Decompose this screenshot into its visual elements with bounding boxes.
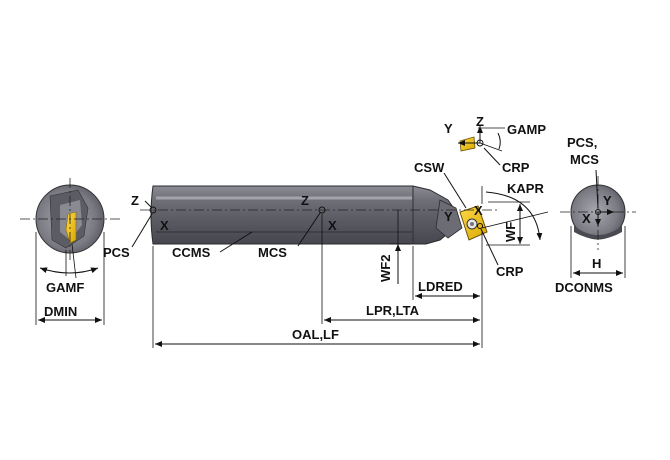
z-top-label: Z — [476, 114, 484, 129]
crp-bottom-label: CRP — [496, 264, 524, 279]
y-right-label: Y — [603, 193, 612, 208]
pcs-label: PCS — [103, 245, 130, 260]
lpr-lta-label: LPR,LTA — [366, 303, 420, 318]
pcs-point — [149, 206, 157, 214]
kapr-wf-region: KAPR WF Y X CRP — [444, 181, 549, 279]
ldred-label: LDRED — [418, 279, 463, 294]
ccms-label: CCMS — [172, 245, 211, 260]
left-end-view: GAMF DMIN — [20, 178, 120, 325]
wf-label: WF — [503, 222, 518, 242]
mcs-point — [318, 206, 326, 214]
x-tip-label: X — [474, 203, 483, 218]
wf2-label: WF2 — [378, 255, 393, 282]
dconms-label: DCONMS — [555, 280, 613, 295]
z-mcs-label: Z — [301, 193, 309, 208]
y-tip-label: Y — [444, 209, 453, 224]
gamp-label: GAMP — [507, 122, 546, 137]
y-top-label: Y — [444, 121, 453, 136]
crp-point — [477, 223, 483, 229]
head-pocket — [435, 199, 463, 239]
dimensions: WF2 LDRED LPR,LTA OAL,LF — [152, 210, 483, 348]
main-labels: Z X PCS CCMS Z X MCS — [103, 193, 337, 260]
oal-lf-label: OAL,LF — [292, 327, 339, 342]
mcs-label: MCS — [258, 245, 287, 260]
shank — [150, 185, 456, 245]
insert-detail-top: Y Z GAMP CRP CSW — [414, 114, 546, 209]
z-axis-label: Z — [131, 193, 139, 208]
right-end-view: PCS, MCS Y X H DCONMS — [555, 135, 636, 295]
right-end-flat — [574, 226, 622, 239]
csw-label: CSW — [414, 160, 445, 175]
boring-bar-body — [140, 185, 500, 245]
kapr-label: KAPR — [507, 181, 544, 196]
x-right-label: X — [582, 211, 591, 226]
x-axis-label: X — [160, 218, 169, 233]
gamf-label: GAMF — [46, 280, 84, 295]
left-insert — [65, 211, 77, 244]
pcs-mcs-label-2: MCS — [570, 152, 599, 167]
crp-top-label: CRP — [502, 160, 530, 175]
dmin-label: DMIN — [44, 304, 77, 319]
h-label: H — [592, 256, 601, 271]
x-mcs-label: X — [328, 218, 337, 233]
pcs-mcs-label-1: PCS, — [567, 135, 597, 150]
insert-detail-shape — [459, 136, 476, 152]
